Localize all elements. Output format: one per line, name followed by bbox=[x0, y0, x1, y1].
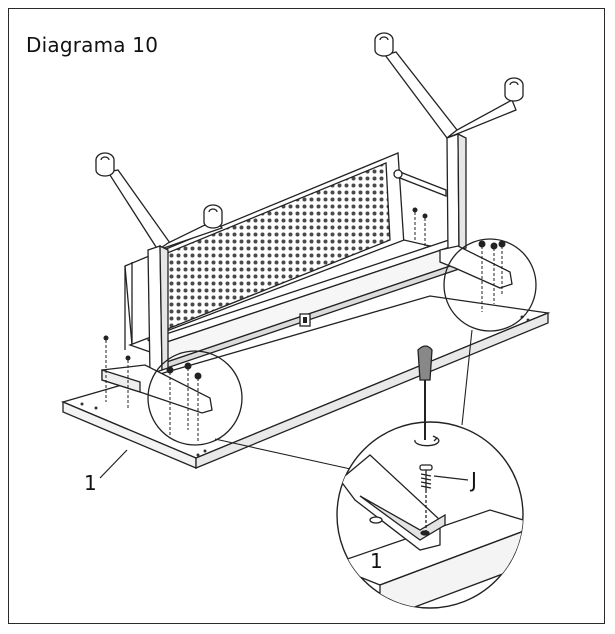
detail-circle-right bbox=[443, 238, 537, 332]
right-leg-caps bbox=[374, 32, 524, 102]
left-leg bbox=[101, 169, 224, 414]
left-circle-screws bbox=[166, 362, 202, 442]
diagram-frame bbox=[8, 8, 605, 624]
tabletop-label: 1 bbox=[84, 471, 97, 495]
left-leg-caps bbox=[95, 152, 223, 229]
tabletop bbox=[61, 295, 551, 469]
label-leaders bbox=[99, 449, 469, 481]
right-leg bbox=[383, 51, 517, 289]
tabletop-holes bbox=[80, 315, 530, 457]
screw-guides bbox=[105, 212, 426, 408]
diagram-title: Diagrama 10 bbox=[26, 33, 159, 57]
screws-back bbox=[103, 207, 428, 361]
detail-connectors bbox=[214, 329, 473, 471]
screw-icon bbox=[419, 464, 433, 490]
right-circle-screws bbox=[478, 240, 506, 312]
screw-label: J bbox=[469, 468, 477, 492]
detail-content bbox=[337, 454, 523, 608]
detail-tabletop-label: 1 bbox=[370, 549, 383, 573]
detail-circle-left bbox=[147, 350, 243, 446]
front-rail bbox=[146, 237, 464, 373]
cross-bar bbox=[393, 169, 447, 197]
screwdriver-icon bbox=[414, 345, 440, 447]
